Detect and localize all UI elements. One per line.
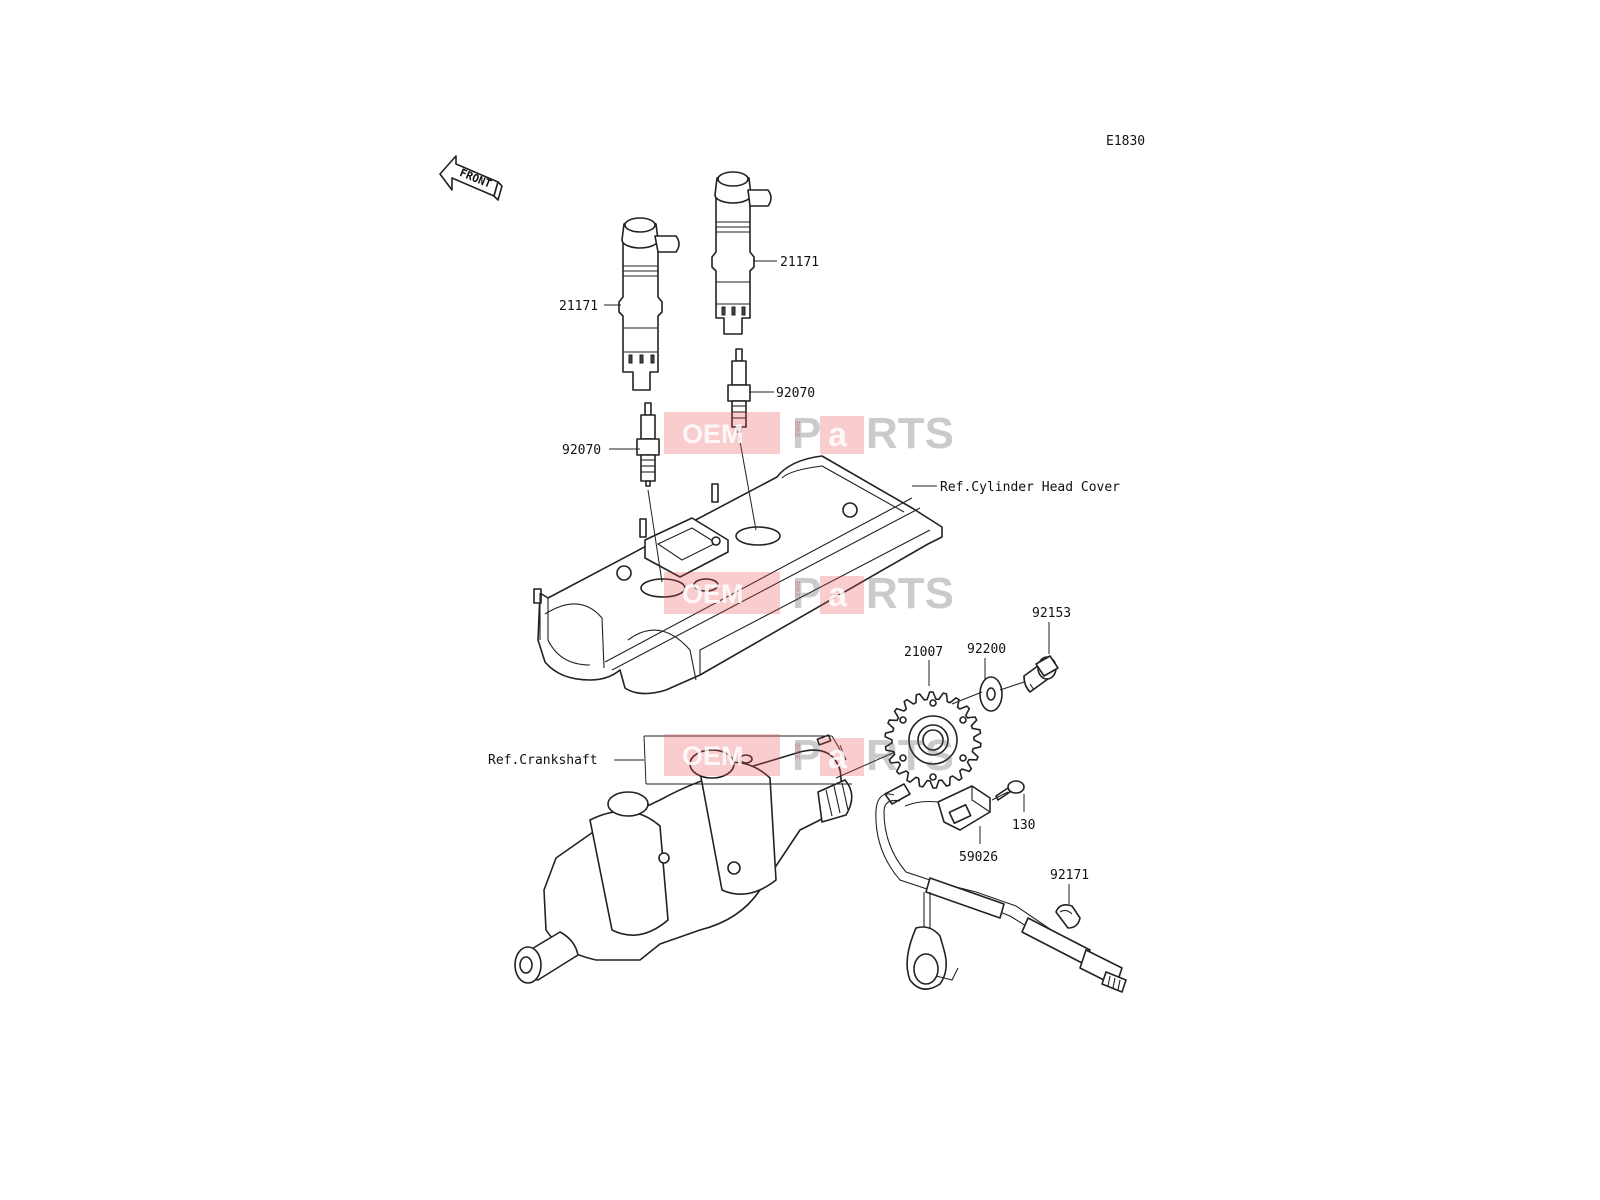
plug-right-guide-line <box>738 435 757 531</box>
callout-head-cover-ref: Ref.Cylinder Head Cover <box>940 480 1120 495</box>
watermark-a-box <box>820 738 864 776</box>
spark-plug-left <box>636 402 660 487</box>
watermark-a-box <box>820 576 864 614</box>
callout-coil-right: 21171 <box>780 255 819 270</box>
washer-guide-line <box>951 691 983 705</box>
watermark-p-text: P <box>792 569 821 618</box>
callout-rotor: 21007 <box>904 645 943 660</box>
diagram-code: E1830 <box>1106 134 1145 149</box>
callout-sensor-bolt: 130 <box>1012 818 1035 833</box>
ignition-coil-left <box>618 217 680 391</box>
rotor-guide-line <box>835 751 896 779</box>
crankshaft-key-line <box>839 744 847 761</box>
cylinder-head-cover <box>533 455 943 695</box>
pickup-coil <box>875 783 1127 993</box>
timing-rotor <box>884 691 982 789</box>
spark-plug-right <box>727 348 751 433</box>
watermark-oem-text: OEM <box>682 741 744 771</box>
crankshaft-ref-bracket <box>643 735 852 785</box>
callout-coil-left: 21171 <box>559 299 598 314</box>
bolt-guide-line <box>999 681 1025 691</box>
watermark-oem-box <box>664 412 780 454</box>
watermark-oem-text: OEM <box>682 419 744 449</box>
watermark-rts-text: RTS <box>866 409 954 458</box>
watermark-a-box <box>820 416 864 454</box>
rotor-bolt <box>1023 655 1059 693</box>
watermark-a-text: a <box>828 738 848 776</box>
harness-clamp <box>1055 904 1081 929</box>
watermark-3: OEM BIKE P a RTS <box>664 731 954 780</box>
callout-crankshaft-ref: Ref.Crankshaft <box>488 753 598 768</box>
watermark-oem-box <box>664 734 780 776</box>
watermark-bike-text: BIKE <box>793 743 800 760</box>
watermark-rts-text: RTS <box>866 731 954 780</box>
watermark-2: OEM BIKE P a RTS <box>664 569 954 618</box>
sensor-bolt-guide-line <box>991 791 1009 801</box>
callout-pickup-coil: 59026 <box>959 850 998 865</box>
ignition-coil-right <box>711 171 772 335</box>
watermark-1: OEM BIKE P a RTS <box>664 409 954 458</box>
watermark-a-text: a <box>828 576 848 614</box>
callout-bolt: 92153 <box>1032 606 1071 621</box>
watermark-rts-text: RTS <box>866 569 954 618</box>
watermark-p-text: P <box>792 409 821 458</box>
washer <box>979 676 1003 712</box>
front-arrow-icon: FRONT <box>439 155 503 201</box>
pickup-coil-bolt <box>995 780 1025 801</box>
callout-washer: 92200 <box>967 642 1006 657</box>
callout-plug-right: 92070 <box>776 386 815 401</box>
watermark-a-text: a <box>828 416 848 454</box>
watermark-bike-text: BIKE <box>793 581 800 598</box>
watermark-oem-box <box>664 572 780 614</box>
watermark-p-text: P <box>792 731 821 780</box>
crankshaft <box>514 734 853 984</box>
watermark-bike-text: BIKE <box>793 421 800 438</box>
watermark-oem-text: OEM <box>682 579 744 609</box>
callout-plug-left: 92070 <box>562 443 601 458</box>
plug-left-guide-line <box>647 489 663 583</box>
callout-clamp: 92171 <box>1050 868 1089 883</box>
